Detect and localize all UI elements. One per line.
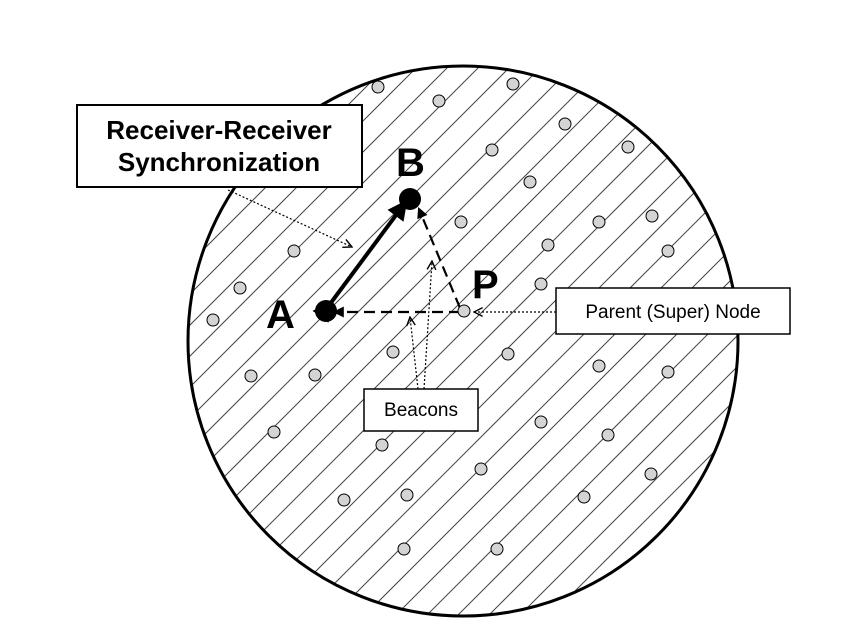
sensor-node [206, 313, 220, 327]
sync-arrow-a-b [312, 199, 408, 323]
parent-callout-text: Parent (Super) Node [585, 302, 760, 323]
hatch-line [0, 40, 10, 618]
sensor-node [601, 428, 615, 442]
hatch-line [277, 66, 738, 616]
sensor-node [337, 493, 351, 507]
sensor-node [644, 467, 658, 481]
hatch-line [188, 66, 476, 616]
sensor-node [490, 542, 504, 556]
sensor-nodes [206, 77, 675, 556]
sensor-node [506, 77, 520, 91]
hatch-line [188, 66, 600, 616]
hatch-line [463, 66, 738, 616]
hatch-line [432, 66, 738, 616]
sensor-node [645, 209, 659, 223]
sensor-node [375, 438, 389, 452]
hatch-line [0, 40, 41, 618]
sensor-node [541, 238, 555, 252]
hatch-line [0, 40, 72, 618]
sensor-node [267, 425, 281, 439]
node-a [315, 300, 337, 322]
sensor-node [474, 462, 488, 476]
sensor-node [501, 347, 515, 361]
title-line-1: Receiver-Receiver [106, 115, 332, 145]
beacon-arrow-p-to-b [417, 206, 462, 309]
hatch-line [188, 66, 538, 616]
sensor-node [233, 281, 247, 295]
node-b [399, 188, 421, 210]
hatch-line [188, 66, 631, 616]
sensor-node [397, 542, 411, 556]
hatch-line [188, 66, 662, 616]
sensor-node [661, 244, 675, 258]
coverage-circle [186, 64, 740, 618]
sensor-node [386, 345, 400, 359]
parent-node-p [457, 304, 471, 318]
node-a-label: A [266, 293, 295, 337]
sensor-node [244, 369, 258, 383]
hatch-line [339, 66, 738, 616]
beacons-callout-box [363, 388, 479, 432]
sensor-node [534, 415, 548, 429]
sensor-node [621, 140, 635, 154]
hatch-line [401, 66, 738, 616]
hatch-line [246, 66, 738, 616]
sensor-node [592, 359, 606, 373]
sensor-node [485, 143, 499, 157]
hatch-line [188, 66, 507, 616]
sensor-node [287, 244, 301, 258]
sensor-node [308, 368, 322, 382]
sensor-node [400, 488, 414, 502]
sensor-node [661, 365, 675, 379]
beacon-pointer-1 [423, 261, 432, 390]
parent-callout-box [555, 287, 791, 335]
sensor-node [432, 94, 446, 108]
title-box [76, 104, 363, 188]
title-line-2: Synchronization [118, 147, 320, 177]
hatch-line [370, 66, 738, 616]
sensor-node [534, 277, 548, 291]
sensor-node [577, 490, 591, 504]
sensor-node [371, 80, 385, 94]
sensor-node [558, 117, 572, 131]
beacons-callout-text: Beacons [384, 400, 458, 421]
hatch-line [525, 66, 738, 616]
sensor-node [523, 175, 537, 189]
hatch-line [494, 66, 738, 616]
node-b-label: B [396, 141, 425, 185]
hatch-line [188, 66, 569, 616]
title-pointer [227, 189, 352, 247]
node-p-label: P [472, 263, 499, 307]
sensor-node [454, 215, 468, 229]
sensor-node [592, 215, 606, 229]
hatch-line [308, 66, 738, 616]
beacon-pointer-2 [410, 317, 419, 390]
